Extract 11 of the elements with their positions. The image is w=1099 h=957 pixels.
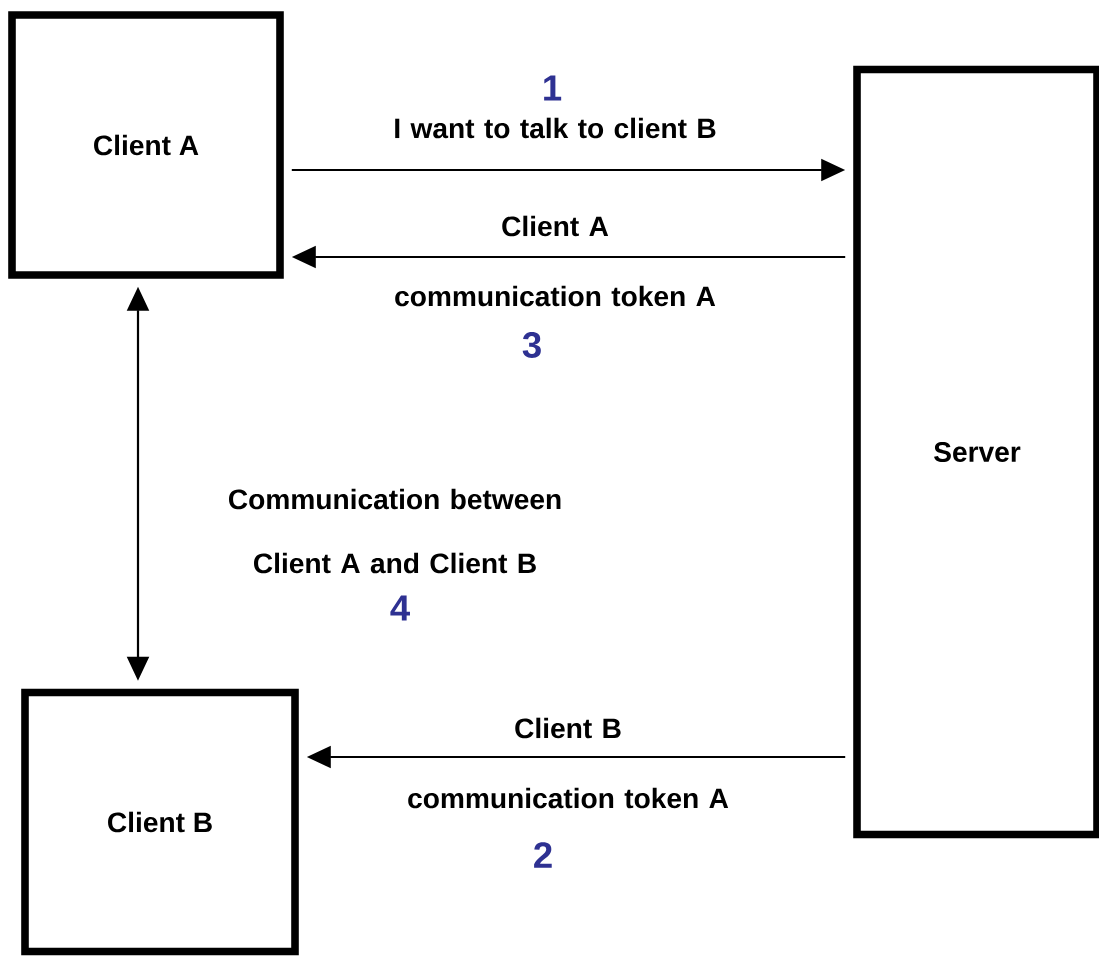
step-number: 1 xyxy=(544,75,562,101)
step-number: 3 xyxy=(522,332,541,358)
edge-label: Client B communication token A xyxy=(408,717,729,809)
edge-label: I want to talk to client B xyxy=(395,117,716,139)
process-box: Client B xyxy=(21,688,299,956)
step-number: 4 xyxy=(390,595,410,621)
process-box: Client A xyxy=(8,11,284,279)
edge-label: Client A communication token A xyxy=(395,215,716,307)
edge-label: Communication between Client A and Client B xyxy=(229,488,561,574)
step-number: 2 xyxy=(534,842,552,868)
process-box: Server xyxy=(853,65,1099,839)
